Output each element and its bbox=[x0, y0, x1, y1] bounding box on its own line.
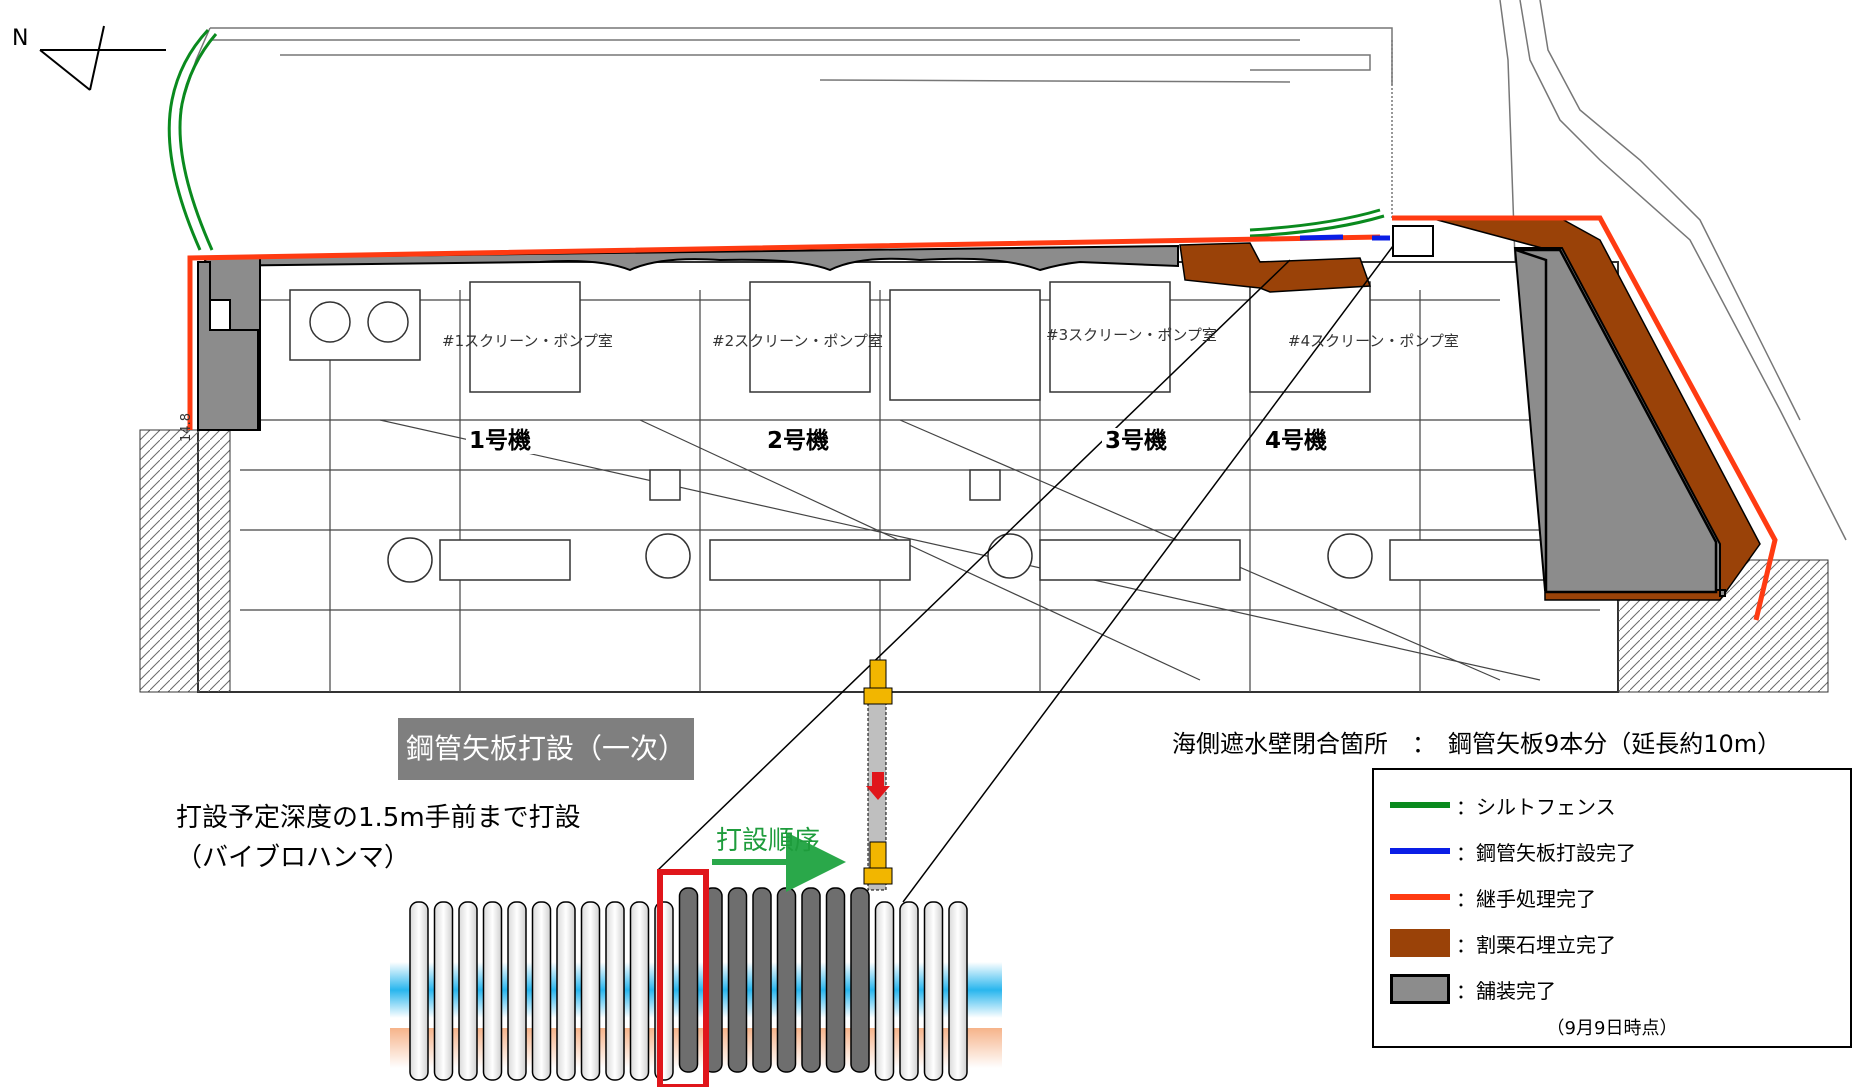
pump-room-4-label: #4スクリーン・ポンプ室 bbox=[1288, 332, 1459, 350]
pile-driven bbox=[752, 887, 772, 1073]
pile-completed bbox=[1299, 234, 1390, 241]
legend-item-paving: ：舗装完了 bbox=[1390, 974, 1556, 1004]
vibro-hammer bbox=[863, 659, 893, 891]
pile-undriven bbox=[580, 901, 601, 1081]
closure-summary: 海側遮水壁閉合箇所 ： 鋼管矢板9本分（延長約10m） bbox=[1172, 730, 1782, 758]
sequence-label: 打設順序 bbox=[716, 826, 821, 856]
pile-driven bbox=[727, 887, 748, 1073]
unit-2-label: 2号機 bbox=[764, 428, 833, 454]
pile-undriven bbox=[458, 901, 478, 1081]
detail-desc-line2: （バイブロハンマ） bbox=[176, 843, 411, 873]
pile-row bbox=[409, 887, 968, 1081]
legend-item-pile: ：鋼管矢板打設完了 bbox=[1390, 836, 1636, 866]
pile-undriven bbox=[531, 901, 552, 1081]
pump-room-1-label: #1スクリーン・ポンプ室 bbox=[442, 332, 613, 350]
paving-area bbox=[204, 244, 1179, 272]
leader-lines bbox=[657, 245, 1394, 903]
legend-label: ：割栗石埋立完了 bbox=[1456, 932, 1616, 957]
pump-rooms bbox=[289, 281, 1591, 583]
pile-undriven bbox=[409, 901, 429, 1081]
unit-1-label: 1号機 bbox=[466, 428, 535, 454]
pile-driven bbox=[776, 887, 797, 1073]
legend-date-note: （9月9日時点） bbox=[1546, 1018, 1678, 1039]
pile-undriven bbox=[482, 901, 503, 1081]
north-label: N bbox=[12, 26, 29, 51]
pile-undriven bbox=[507, 901, 527, 1081]
closure-location bbox=[1392, 225, 1434, 257]
pile-undriven bbox=[556, 901, 576, 1081]
silt-fence bbox=[167, 28, 1385, 251]
pump-room-2-label: #2スクリーン・ポンプ室 bbox=[712, 332, 883, 350]
legend-label: ：鋼管矢板打設完了 bbox=[1456, 840, 1636, 865]
legend-item-silt-fence: ：シルトフェンス bbox=[1390, 790, 1616, 820]
detail-title: 鋼管矢板打設（一次） bbox=[398, 718, 694, 780]
pile-driven bbox=[850, 887, 870, 1073]
legend-label: ：シルトフェンス bbox=[1456, 794, 1616, 819]
legend-item-rubble: ：割栗石埋立完了 bbox=[1390, 928, 1616, 958]
plant-detail bbox=[240, 290, 1600, 692]
legend-swatch-joint bbox=[1390, 894, 1450, 900]
pump-room-3-label: #3スクリーン・ポンプ室 bbox=[1046, 326, 1217, 344]
pile-undriven bbox=[629, 901, 650, 1081]
pile-driven bbox=[825, 887, 846, 1073]
first-pile-highlight bbox=[657, 869, 709, 1087]
pile-undriven bbox=[605, 901, 625, 1081]
north-arrow bbox=[39, 25, 166, 91]
pile-undriven bbox=[948, 901, 968, 1081]
pile-driven bbox=[801, 887, 821, 1073]
pile-undriven bbox=[874, 901, 895, 1081]
side-code-label: 14.8 bbox=[178, 413, 194, 442]
legend-swatch-paving bbox=[1390, 974, 1450, 1004]
joint-line bbox=[187, 215, 1778, 621]
harbor-outline bbox=[179, 0, 1847, 541]
unit-3-label: 3号機 bbox=[1102, 428, 1171, 454]
pile-undriven bbox=[923, 901, 944, 1081]
rubble-area bbox=[1179, 242, 1372, 293]
detail-desc-line1: 打設予定深度の1.5m手前まで打設 bbox=[176, 803, 581, 833]
legend-swatch-silt-fence bbox=[1390, 802, 1450, 808]
legend-label: ：継手処理完了 bbox=[1456, 886, 1596, 911]
pile-driven bbox=[678, 887, 699, 1073]
legend-swatch-rubble bbox=[1390, 929, 1450, 957]
legend-swatch-pile bbox=[1390, 848, 1450, 854]
pile-undriven bbox=[899, 901, 919, 1081]
unit-4-label: 4号機 bbox=[1262, 428, 1331, 454]
legend: ：シルトフェンス ：鋼管矢板打設完了 ：継手処理完了 ：割栗石埋立完了 ：舗装完… bbox=[1372, 768, 1852, 1048]
pile-undriven bbox=[433, 901, 454, 1081]
legend-label: ：舗装完了 bbox=[1456, 978, 1556, 1003]
legend-item-joint: ：継手処理完了 bbox=[1390, 882, 1596, 912]
